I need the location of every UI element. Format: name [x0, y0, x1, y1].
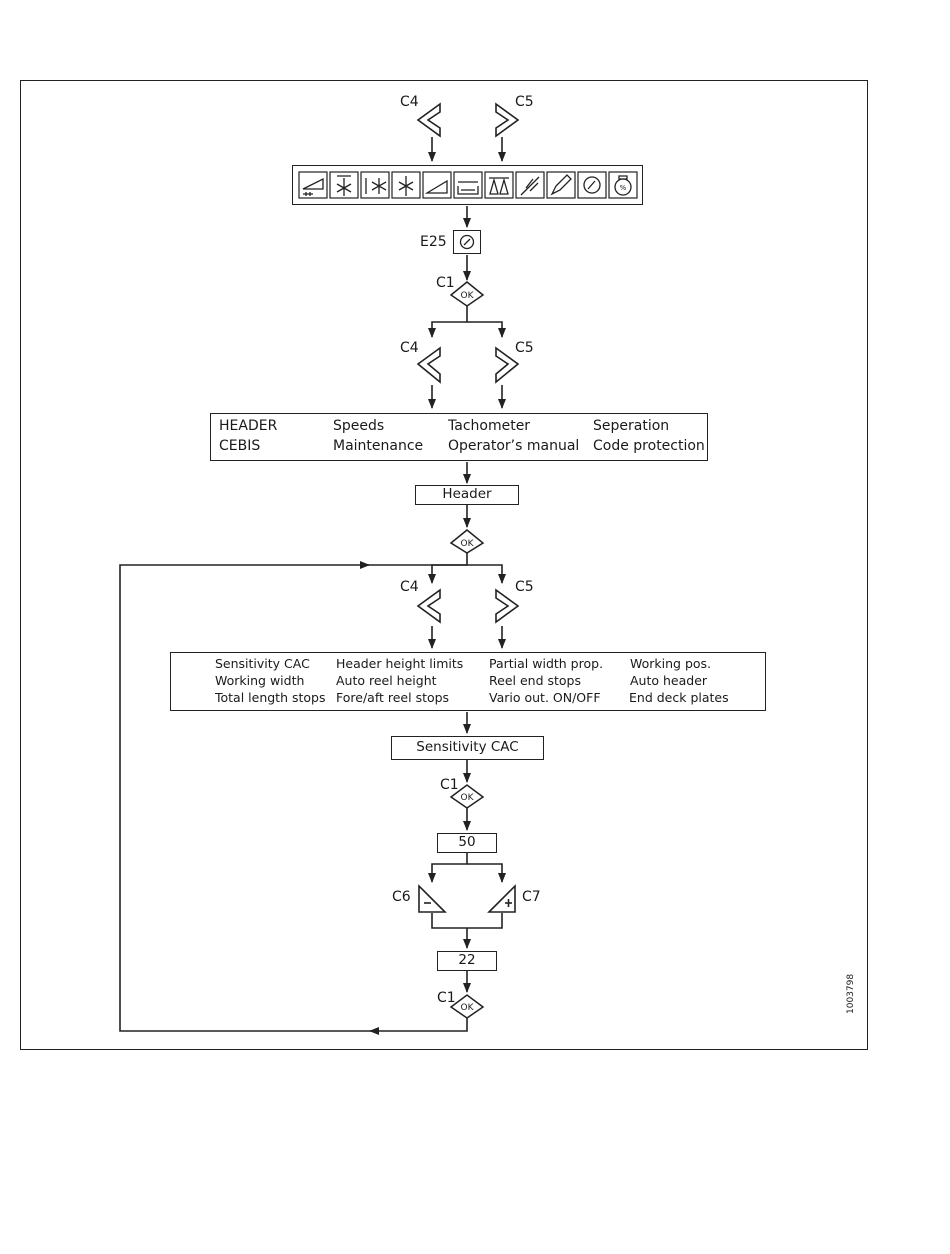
- menu-item[interactable]: Auto reel height: [336, 673, 437, 688]
- menu-item[interactable]: Sensitivity CAC: [215, 656, 310, 671]
- header-angle-icon: [424, 179, 448, 194]
- minus-key-icon[interactable]: [418, 884, 447, 913]
- ok-label: OK: [461, 793, 475, 803]
- key-label-c1: C1: [440, 777, 459, 793]
- key-label-c5: C5: [515, 340, 534, 356]
- key-label-c1: C1: [437, 990, 456, 1006]
- loop-line: [369, 1018, 468, 1035]
- menu-item[interactable]: Working width: [215, 673, 305, 688]
- menu-item[interactable]: Seperation: [593, 418, 670, 434]
- scale-icon: [489, 177, 509, 195]
- flow-line: [467, 863, 506, 883]
- menu-item[interactable]: Code protection: [593, 438, 705, 454]
- main-menu-box: HEADER Speeds Tachometer Seperation CEBI…: [210, 413, 708, 461]
- flow-line: [428, 552, 468, 584]
- document-number: 1003798: [846, 973, 856, 1014]
- diagram-frame: [20, 80, 868, 1050]
- crop-icon: [520, 176, 540, 196]
- svg-text:%: %: [620, 184, 627, 192]
- flow-line: [431, 913, 503, 929]
- menu-item[interactable]: Auto header: [630, 673, 708, 688]
- reel-position-icon: [336, 175, 352, 196]
- menu-item[interactable]: Fore/aft reel stops: [336, 690, 450, 705]
- menu-item[interactable]: HEADER: [219, 418, 278, 434]
- icon-strip-graphics: %: [298, 171, 638, 199]
- flow-line: [428, 852, 468, 883]
- key-label-e25: E25: [420, 234, 447, 250]
- key-label-c6: C6: [392, 889, 411, 905]
- value-before-box: 50: [437, 833, 497, 853]
- menu-item[interactable]: Reel end stops: [489, 673, 581, 688]
- percent-icon: [614, 175, 632, 196]
- left-arrow-key-icon[interactable]: [416, 102, 441, 138]
- function-icon-strip: %: [292, 165, 643, 205]
- key-label-c4: C4: [400, 94, 419, 110]
- right-arrow-key-icon[interactable]: [495, 102, 520, 138]
- plus-key-icon[interactable]: [487, 884, 516, 913]
- key-label-c1: C1: [436, 275, 455, 291]
- menu-item[interactable]: Header height limits: [336, 656, 464, 671]
- key-label-c7: C7: [522, 889, 541, 905]
- menu-item[interactable]: Tachometer: [448, 418, 531, 434]
- ok-label: OK: [461, 291, 475, 301]
- pencil-icon: [550, 174, 572, 196]
- menu-item[interactable]: Total length stops: [215, 690, 326, 705]
- menu-item[interactable]: Speeds: [333, 418, 385, 434]
- ok-key-icon[interactable]: [449, 784, 485, 809]
- flow-line: [467, 321, 506, 338]
- sensitivity-cac-box: Sensitivity CAC: [391, 736, 544, 760]
- gauge-icon: [583, 176, 601, 194]
- left-arrow-key-icon[interactable]: [416, 588, 441, 624]
- ok-key-icon[interactable]: [449, 994, 485, 1019]
- right-arrow-key-icon[interactable]: [495, 346, 520, 384]
- menu-item[interactable]: CEBIS: [219, 438, 261, 454]
- menu-item[interactable]: Maintenance: [333, 438, 424, 454]
- menu-item[interactable]: End deck plates: [629, 690, 729, 705]
- left-arrow-key-icon[interactable]: [416, 346, 441, 384]
- menu-item[interactable]: Operator’s manual: [448, 438, 580, 454]
- e25-gauge-key[interactable]: [453, 230, 481, 254]
- ok-key-icon[interactable]: [449, 529, 485, 554]
- reel-fore-aft-icon: [365, 178, 387, 194]
- ok-label: OK: [461, 539, 475, 549]
- gauge-icon: [459, 234, 475, 250]
- header-lift-icon: [302, 177, 324, 196]
- ok-key-icon[interactable]: [449, 281, 485, 307]
- value-after-box: 22: [437, 951, 497, 971]
- flow-line: [428, 305, 468, 338]
- reel-speed-icon: [398, 176, 414, 196]
- header-menu-box: Sensitivity CAC Header height limits Par…: [170, 652, 766, 711]
- menu-item[interactable]: Working pos.: [630, 656, 712, 671]
- header-box: Header: [415, 485, 519, 505]
- right-arrow-key-icon[interactable]: [495, 588, 520, 624]
- menu-item[interactable]: Partial width prop.: [489, 656, 604, 671]
- loop-line: [119, 561, 374, 1032]
- menu-item[interactable]: Vario out. ON/OFF: [489, 690, 601, 705]
- flow-line: [467, 564, 506, 584]
- ok-label: OK: [461, 1003, 475, 1013]
- key-label-c4: C4: [400, 579, 419, 595]
- cutterbar-icon: [457, 181, 479, 195]
- key-label-c5: C5: [515, 579, 534, 595]
- key-label-c5: C5: [515, 94, 534, 110]
- key-label-c4: C4: [400, 340, 419, 356]
